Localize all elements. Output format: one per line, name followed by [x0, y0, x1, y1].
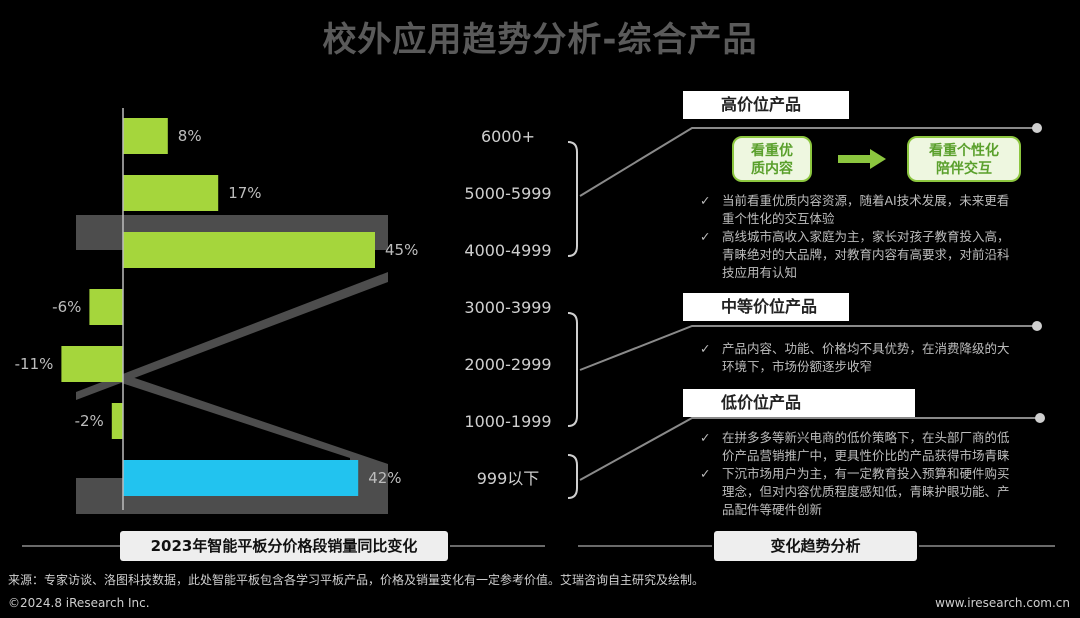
value-label-4: -11%: [15, 355, 54, 373]
value-label-5: -2%: [75, 412, 104, 430]
value-label-2: 45%: [385, 241, 418, 259]
value-label-3: -6%: [52, 298, 81, 316]
category-label-0: 6000+: [481, 127, 535, 146]
bracket-high: [567, 141, 578, 257]
connector-mid: [579, 325, 1037, 371]
flow-arrow-icon: [838, 149, 886, 169]
value-label-1: 17%: [228, 184, 261, 202]
bar-6: [123, 460, 359, 496]
tier-high-bullets: ✓ 当前看重优质内容资源，随着AI技术发展，未来更看重个性化的交互体验 ✓ 高线…: [700, 192, 1070, 282]
bar-5: [111, 403, 123, 439]
trend-caption: 变化趋势分析: [714, 531, 917, 561]
bar-2: [123, 232, 375, 268]
tier-low-title: 低价位产品: [683, 389, 915, 417]
bar-3: [89, 289, 123, 325]
connector-low-dot: [1035, 413, 1045, 423]
bar-0: [123, 118, 168, 154]
left-rule-b: [450, 545, 545, 547]
bracket-low: [567, 454, 578, 499]
right-rule-a: [578, 545, 712, 547]
page-title: 校外应用趋势分析-综合产品: [322, 20, 758, 60]
connector-high-dot: [1032, 123, 1042, 133]
check-icon: ✓: [700, 466, 711, 481]
zigzag-decoration: [76, 215, 388, 514]
flow-from-box: 看重优 质内容: [732, 136, 812, 182]
connector-high: [579, 127, 1037, 197]
bar-4: [61, 346, 123, 382]
value-label-6: 42%: [368, 469, 401, 487]
copyright: ©2024.8 iResearch Inc.: [8, 596, 150, 610]
bullet-high-2: ✓ 高线城市高收入家庭为主，家长对孩子教育投入高，青睐绝对的大品牌，对教育内容有…: [700, 229, 1010, 280]
connector-mid-dot: [1032, 321, 1042, 331]
bullet-low-1: ✓ 在拼多多等新兴电商的低价策略下，在头部厂商的低价产品营销推广中，更具性价比的…: [700, 430, 1010, 463]
category-label-2: 4000-4999: [464, 241, 551, 260]
flow-from-line2: 质内容: [751, 161, 793, 177]
check-icon: ✓: [700, 430, 711, 445]
category-label-1: 5000-5999: [464, 184, 551, 203]
tier-mid-bullets: ✓ 产品内容、功能、价格均不具优势，在消费降级的大环境下，市场份额逐步收窄: [700, 340, 1070, 376]
source-note: 来源：专家访谈、洛图科技数据，此处智能平板包含各学习平板产品，价格及销量变化有一…: [8, 573, 705, 587]
connector-low: [579, 417, 1040, 481]
tier-low-bullets: ✓ 在拼多多等新兴电商的低价策略下，在头部厂商的低价产品营销推广中，更具性价比的…: [700, 429, 1070, 519]
category-label-3: 3000-3999: [464, 298, 551, 317]
flow-to-line2: 陪伴交互: [936, 161, 992, 177]
category-label-5: 1000-1999: [464, 412, 551, 431]
flow-to-box: 看重个性化 陪伴交互: [907, 136, 1021, 182]
bracket-mid: [567, 312, 578, 427]
flow-from-line1: 看重优: [751, 143, 793, 159]
bullet-high-1: ✓ 当前看重优质内容资源，随着AI技术发展，未来更看重个性化的交互体验: [700, 193, 1010, 226]
check-icon: ✓: [700, 229, 711, 244]
bullet-low-2: ✓ 下沉市场用户为主，有一定教育投入预算和硬件购买理念，但对内容优质程度感知低，…: [700, 466, 1010, 517]
bullet-mid-1: ✓ 产品内容、功能、价格均不具优势，在消费降级的大环境下，市场份额逐步收窄: [700, 341, 1010, 374]
bar-1: [123, 175, 219, 211]
check-icon: ✓: [700, 193, 711, 208]
tier-mid-title: 中等价位产品: [683, 293, 849, 321]
left-rule-a: [22, 545, 120, 547]
category-label-6: 999以下: [477, 469, 540, 488]
chart-caption: 2023年智能平板分价格段销量同比变化: [120, 531, 448, 561]
value-label-0: 8%: [178, 127, 202, 145]
category-label-4: 2000-2999: [464, 355, 551, 374]
right-rule-b: [919, 545, 1055, 547]
check-icon: ✓: [700, 341, 711, 356]
tier-high-title: 高价位产品: [683, 91, 849, 119]
website-link[interactable]: www.iresearch.com.cn: [935, 596, 1070, 610]
flow-to-line1: 看重个性化: [929, 143, 999, 159]
